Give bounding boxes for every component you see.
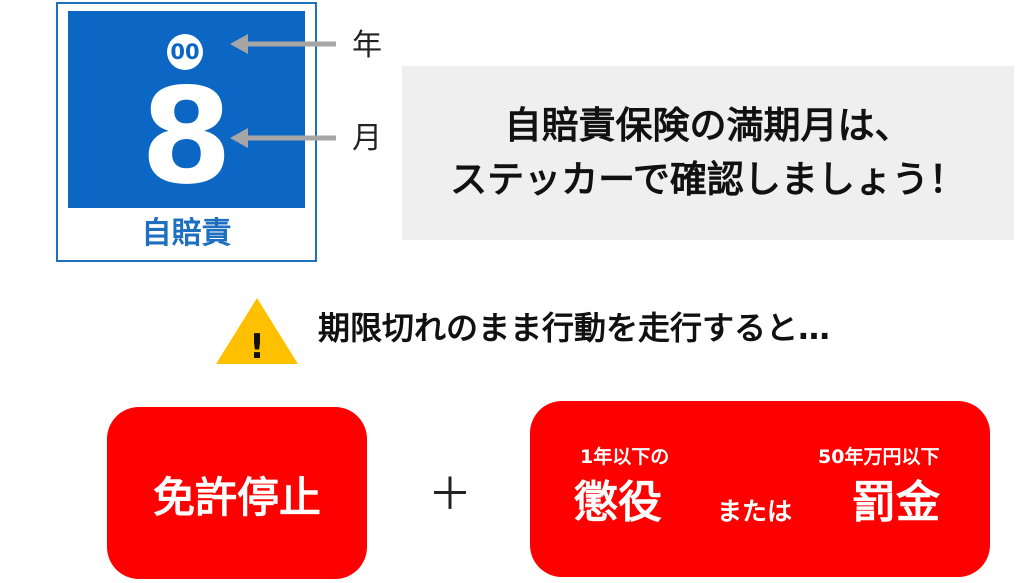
prison-text: 懲役 xyxy=(574,477,662,528)
month-arrow-icon xyxy=(230,128,336,148)
license-suspension-box: 免許停止 xyxy=(107,407,367,579)
license-suspension-text: 免許停止 xyxy=(152,473,321,522)
year-arrow-icon xyxy=(230,34,336,54)
fine-text: 罰金 xyxy=(852,477,940,528)
arrows-graphic xyxy=(230,34,336,148)
warning-text: 期限切れのまま行動を走行すると… xyxy=(318,309,831,347)
message-line-1: 自賠責保険の満期月は、 xyxy=(504,104,912,147)
prison-or-fine-box: 1年以下の 懲役 または 50年万円以下 罰金 xyxy=(530,401,990,577)
month-label: 月 xyxy=(352,121,382,156)
warning-icon-symbol: ! xyxy=(249,327,265,366)
plus-sign: ＋ xyxy=(428,469,472,520)
message-line-2: ステッカーで確認しましょう！ xyxy=(450,158,966,201)
prison-caption: 1年以下の xyxy=(580,446,670,468)
sticker-month: 8 xyxy=(140,60,233,214)
year-label: 年 xyxy=(352,28,382,63)
sticker-label: 自賠責 xyxy=(141,216,232,251)
warning-icon: ! xyxy=(216,298,298,366)
sticker-year: 00 xyxy=(167,34,203,70)
or-text: または xyxy=(717,497,793,526)
message-box: 自賠責保険の満期月は、 ステッカーで確認しましょう！ xyxy=(402,66,1014,240)
fine-caption: 50年万円以下 xyxy=(818,446,940,468)
